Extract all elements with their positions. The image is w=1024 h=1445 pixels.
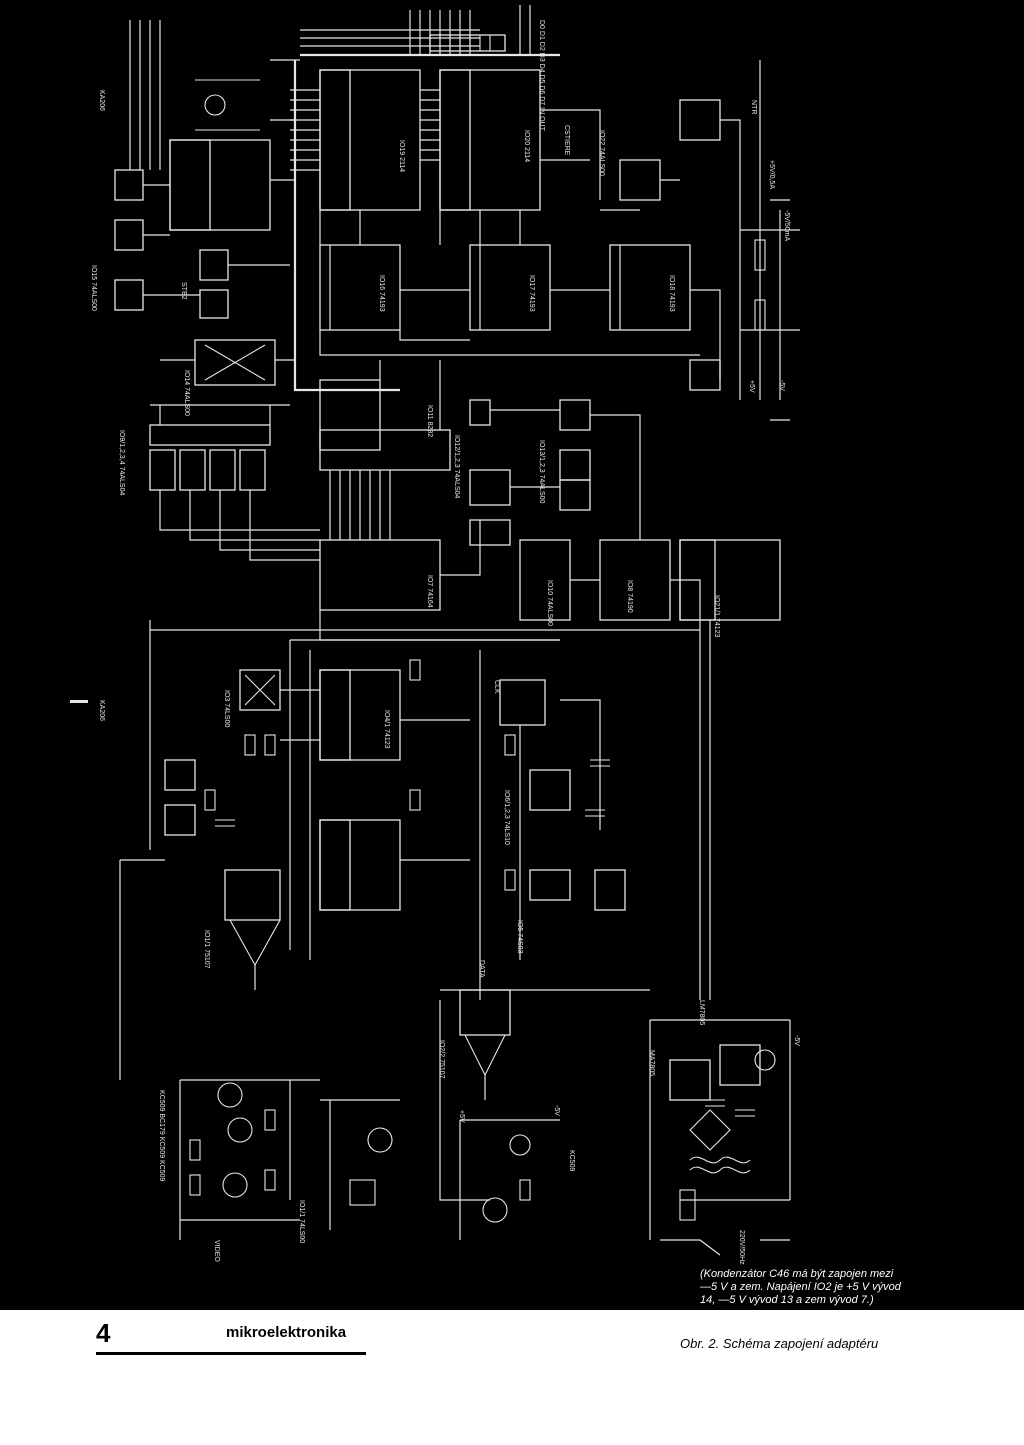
regulator-label: MA7805 [648, 1050, 655, 1076]
plus5v-lower: +5V [458, 1110, 465, 1123]
monostables: IO3 74LS00 IO4/1 74123 KA206 [98, 620, 470, 960]
magazine-name: mikroelektronika [226, 1324, 347, 1341]
note-line-1: (Kondenzátor C46 má být zapojen mezi [700, 1268, 894, 1280]
strb-label: STB2 [180, 282, 187, 300]
comparators: IO1/1 75107 IO2/2 75107 [203, 869, 511, 1201]
io4-label: IO4/1 74123 [383, 710, 390, 749]
io7-label: IO7 74164 [426, 575, 433, 608]
io21-label: IO21/1 74123 [713, 595, 720, 638]
power-supply: MA7805 LM7805 220V/50Hz -5V [648, 1000, 800, 1265]
ntr-label: NTR [750, 100, 757, 114]
transistors-label: KC509 BC179 KC509 KC509 [158, 1090, 165, 1182]
footer-rule [96, 1352, 366, 1355]
counter-ics: IO16 74193 IO17 74193 IO18 74193 [319, 244, 721, 380]
note-line-3: 14, —5 V vývod 13 a zem vývod 7.) [700, 1294, 874, 1306]
cstiere-label: CSTIERE [563, 125, 570, 156]
memory-ics: IO19 2114 IO20 2114 [290, 69, 601, 245]
io19-label: IO19 2114 [398, 140, 405, 172]
figure-caption: Obr. 2. Schéma zapojení adaptéru [680, 1336, 879, 1351]
right-section: +5V/0,5A -5V/50mA IO21/1 74123 IO22 74AL… [538, 20, 800, 1000]
minus5v-lower: -5V [553, 1105, 560, 1116]
note-line-2: —5 V a zem. Napájení IO2 je +5 V vývod [700, 1281, 901, 1293]
io2-label: IO2/2 75107 [438, 1040, 445, 1079]
io9-inverters: IO9/1,2,3,4 74ALS04 [118, 404, 320, 561]
ka206-mid-label: KA206 [98, 700, 105, 721]
io20-label: IO20 2114 [523, 130, 530, 162]
video-stage: KC509 BC179 KC509 KC509 IO1/1 74LS00 VID… [158, 1079, 575, 1262]
io16-label: IO16 74193 [378, 275, 385, 312]
io1-label: IO1/1 75107 [203, 930, 210, 969]
data-label: DATA [478, 960, 485, 978]
io11-label: IO11 8282 [426, 405, 433, 437]
supply-a-label: +5V/0,5A [768, 160, 775, 189]
schematic-drawing: IO19 2114 IO20 2114 IO16 74193 IO17 7419… [70, 5, 800, 1265]
io17-label: IO17 74193 [528, 275, 535, 312]
capacitor-note: (Kondenzátor C46 má být zapojen mezi —5 … [700, 1268, 1000, 1307]
dash-mark [70, 700, 88, 703]
middle-logic: IO12/1,2,3 74ALS04 IO13/1,2,3 74ALS00 IO… [453, 399, 701, 640]
pin-row-top: D0 D1 D2 D3 D4 D5 D6 D7 IN OUT [538, 20, 545, 132]
lower-gates: CLK DATA IO5 74S03 IO6/1,2,3 74LS10 [478, 650, 626, 1000]
io10-label: IO10 74ALS00 [546, 580, 553, 626]
regulator2-label: LM7805 [698, 1000, 705, 1025]
io14-latch: IO14 74ALS00 [160, 339, 295, 416]
io9-label: IO9/1,2,3,4 74ALS04 [118, 430, 125, 495]
clk-label: CLK [493, 680, 500, 694]
io13-label: IO13/1,2,3 74ALS00 [538, 440, 545, 504]
io14-label: IO14 74ALS00 [183, 370, 190, 416]
page-number: 4 [96, 1318, 111, 1348]
plus5v-right: +5V [748, 380, 755, 393]
io1-1-label: IO1/1 74LS00 [298, 1200, 305, 1243]
top-data-bus [293, 5, 560, 392]
io18-label: IO18 74193 [668, 275, 675, 312]
minus5v-right: -5V [778, 380, 785, 391]
io12-label: IO12/1,2,3 74ALS04 [453, 435, 460, 499]
minus5v-supply: -5V [793, 1035, 800, 1046]
io5-label: IO5 74S03 [516, 920, 523, 954]
circuit-schematic: IO19 2114 IO20 2114 IO16 74193 IO17 7419… [0, 0, 1024, 1310]
kc509-label: KC509 [568, 1150, 575, 1172]
top-left-logic: IO15 74ALS00 STB2 KA206 [90, 20, 300, 319]
io8-label: IO8 74190 [626, 580, 633, 613]
video-label: VIDEO [213, 1240, 220, 1262]
io11-io7: IO11 8282 IO7 74164 [319, 360, 560, 641]
io15-label: IO15 74ALS00 [90, 265, 97, 311]
ka206-top-label: KA206 [98, 90, 105, 111]
mains-label: 220V/50Hz [738, 1230, 745, 1265]
io22-label: IO22 74ALS00 [598, 130, 605, 176]
io6-label: IO6/1,2,3 74LS10 [503, 790, 510, 845]
io3-label: IO3 74LS00 [223, 690, 230, 727]
supply-b-label: -5V/50mA [783, 210, 790, 241]
